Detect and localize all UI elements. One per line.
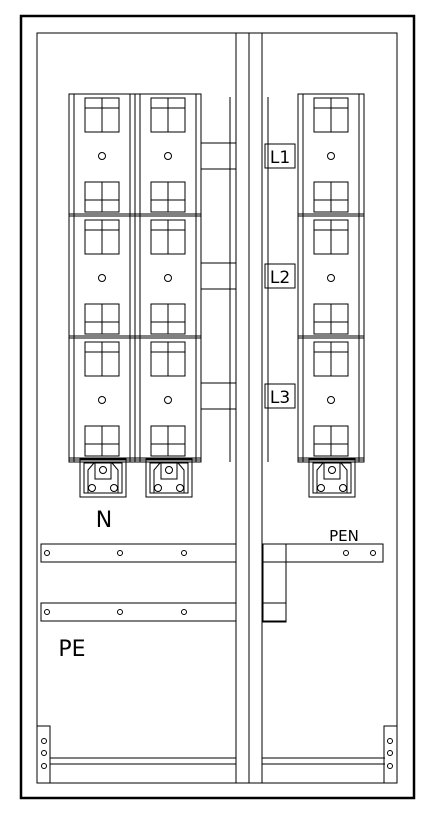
outer-frame (19, 14, 416, 800)
terminal-blocks (79, 458, 356, 498)
terminal-block-l-left (145, 458, 193, 498)
phase-label-l3: L3 (264, 383, 296, 409)
support-bars (229, 97, 269, 462)
label-l2: L2 (270, 268, 290, 288)
pen-bridge (262, 543, 287, 623)
phase-connectors (200, 142, 237, 410)
fuse-screw (164, 152, 172, 160)
fuse-unit (135, 341, 201, 461)
label-pe: PE (58, 637, 85, 662)
label-n: N (96, 508, 112, 533)
fuse-screw (164, 274, 172, 282)
fuse-column-n (68, 93, 136, 463)
fuse-unit (135, 97, 201, 217)
fuse-unit (298, 219, 364, 339)
fuse-unit (298, 97, 364, 217)
fuse-column-l-left (134, 93, 202, 463)
label-l1: L1 (270, 148, 290, 168)
pen-busbar (262, 543, 384, 563)
fuse-carriers (68, 93, 365, 463)
fuse-unit (298, 341, 364, 461)
fuse-screw (98, 396, 106, 404)
fuse-screw (327, 396, 335, 404)
fuse-screw (98, 152, 106, 160)
fuse-screw (98, 274, 106, 282)
fuse-screw (164, 396, 172, 404)
inner-panel (36, 32, 398, 784)
label-pen: PEN (329, 527, 359, 545)
fuse-screw (327, 152, 335, 160)
fuse-unit (135, 219, 201, 339)
terminal-block-l-right (308, 458, 356, 498)
bottom-rails (50, 757, 385, 765)
fuse-unit (69, 219, 135, 339)
terminal-block-n (79, 458, 127, 498)
phase-label-l1: L1 (264, 143, 296, 169)
mounting-plate-left (36, 725, 51, 784)
fuse-column-l-right (297, 93, 365, 463)
n-busbar (40, 543, 237, 563)
phase-label-l2: L2 (264, 263, 296, 289)
fuse-screw (327, 274, 335, 282)
pe-busbar (40, 602, 237, 622)
label-l3: L3 (270, 388, 290, 408)
fuse-unit (69, 341, 135, 461)
center-divider (235, 33, 263, 783)
mounting-plate-right (383, 725, 398, 784)
fuse-unit (69, 97, 135, 217)
